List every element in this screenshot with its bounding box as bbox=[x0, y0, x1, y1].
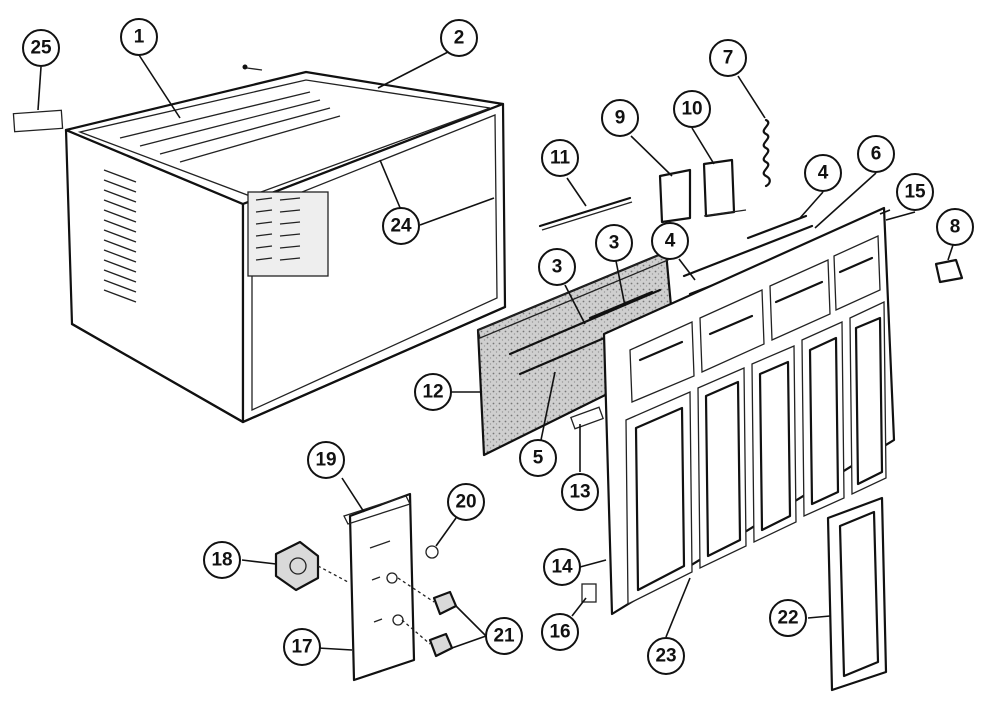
callout-9: 9 bbox=[601, 99, 639, 137]
bracket-part-10 bbox=[702, 158, 747, 218]
callout-14: 14 bbox=[543, 548, 581, 586]
callout-4-right: 4 bbox=[804, 154, 842, 192]
callout-label: 8 bbox=[950, 217, 961, 238]
control-panel-part bbox=[343, 492, 416, 682]
callout-5: 5 bbox=[519, 439, 557, 477]
knob-part-21-lower bbox=[428, 632, 454, 658]
callout-2: 2 bbox=[440, 19, 478, 57]
callout-6: 6 bbox=[857, 135, 895, 173]
callout-label: 21 bbox=[493, 626, 515, 647]
callout-4-middle: 4 bbox=[651, 222, 689, 260]
callout-label: 24 bbox=[390, 216, 412, 237]
callout-22: 22 bbox=[769, 599, 807, 637]
callout-label: 19 bbox=[315, 450, 336, 471]
knob-part-21-upper bbox=[432, 590, 458, 616]
callout-25: 25 bbox=[22, 29, 60, 67]
cabinet-part bbox=[64, 64, 507, 424]
callout-label: 7 bbox=[723, 48, 734, 69]
callout-23: 23 bbox=[647, 637, 685, 675]
callout-21: 21 bbox=[485, 617, 523, 655]
filter-part bbox=[826, 496, 888, 692]
callout-18: 18 bbox=[203, 541, 241, 579]
callout-label: 17 bbox=[291, 637, 312, 658]
callout-8: 8 bbox=[936, 208, 974, 246]
rail-part-4-upper bbox=[746, 214, 808, 240]
callout-15: 15 bbox=[896, 173, 934, 211]
switch-part-18 bbox=[274, 540, 320, 592]
plug-part-8 bbox=[934, 258, 964, 284]
callout-label: 9 bbox=[615, 108, 626, 129]
catch-part-16 bbox=[581, 583, 597, 603]
callout-label: 12 bbox=[422, 382, 443, 403]
callout-24: 24 bbox=[382, 207, 420, 245]
rail-part-11 bbox=[538, 196, 632, 228]
callout-label: 4 bbox=[818, 163, 829, 184]
callout-label: 6 bbox=[871, 144, 882, 165]
nameplate-part bbox=[12, 109, 64, 133]
callout-3-upper-right: 3 bbox=[595, 224, 633, 262]
clip-part-13 bbox=[570, 406, 604, 430]
callout-label: 3 bbox=[552, 257, 563, 278]
callout-label: 4 bbox=[665, 231, 676, 252]
front-grille-part bbox=[602, 206, 896, 616]
callout-label: 15 bbox=[904, 182, 926, 203]
callout-16: 16 bbox=[541, 613, 579, 651]
callout-7: 7 bbox=[709, 39, 747, 77]
bracket-part-9 bbox=[658, 168, 692, 224]
callout-label: 14 bbox=[551, 557, 573, 578]
callout-label: 25 bbox=[30, 38, 52, 59]
callout-label: 1 bbox=[134, 27, 145, 48]
callout-label: 22 bbox=[777, 608, 798, 629]
callout-label: 11 bbox=[550, 148, 571, 169]
callout-label: 10 bbox=[681, 99, 702, 120]
callout-13: 13 bbox=[561, 473, 599, 511]
callout-label: 2 bbox=[454, 28, 465, 49]
callout-1: 1 bbox=[120, 18, 158, 56]
callout-17: 17 bbox=[283, 628, 321, 666]
callout-11: 11 bbox=[541, 139, 579, 177]
callout-label: 13 bbox=[569, 482, 590, 503]
knob-part-20 bbox=[425, 545, 439, 559]
callout-19: 19 bbox=[307, 441, 345, 479]
callout-label: 18 bbox=[211, 550, 232, 571]
callout-label: 20 bbox=[455, 492, 476, 513]
callout-label: 16 bbox=[549, 622, 570, 643]
callout-3-upper-left: 3 bbox=[538, 248, 576, 286]
callout-label: 3 bbox=[609, 233, 620, 254]
callout-20: 20 bbox=[447, 483, 485, 521]
callout-12: 12 bbox=[414, 373, 452, 411]
callout-label: 23 bbox=[655, 646, 676, 667]
spring-part-7 bbox=[762, 118, 771, 188]
leader-lines bbox=[37, 51, 954, 651]
callout-10: 10 bbox=[673, 90, 711, 128]
callout-label: 5 bbox=[533, 448, 544, 469]
